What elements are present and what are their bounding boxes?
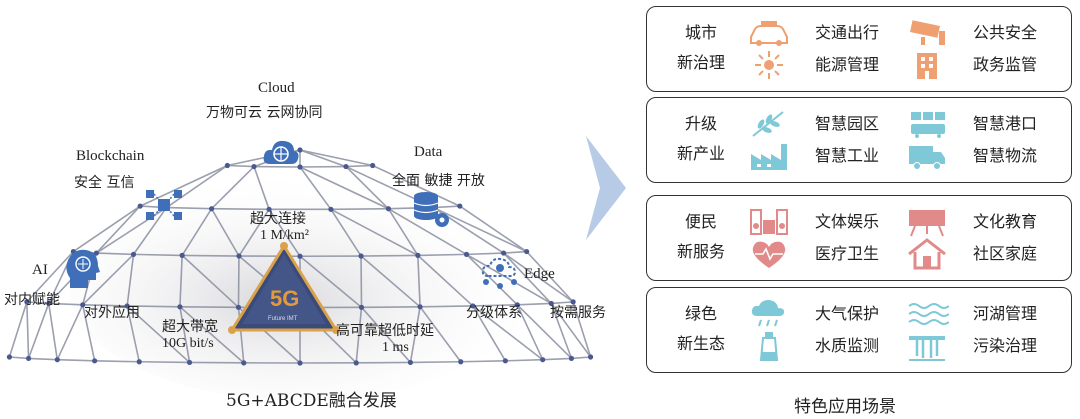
panel-category-line2: 新产业 <box>676 144 725 163</box>
edge-subtitle: 分级体系 <box>466 305 522 321</box>
cloud-rain-icon <box>747 298 791 328</box>
scenario-item-label: 水质监测 <box>815 336 880 355</box>
abcde-diagram: 5G Future IMT Cloud 万物可云 云网协同 Blockchain <box>4 80 606 411</box>
scenario-item-label: 交通出行 <box>815 23 880 42</box>
panel-category-line1: 便民 <box>684 212 717 231</box>
massive-connection-value: 1 M/km² <box>260 228 309 243</box>
future-imt-label: Future IMT <box>268 316 298 322</box>
scenario-item-label: 社区家庭 <box>973 244 1038 263</box>
right-caption: 特色应用场景 <box>794 397 896 417</box>
cloud-title: Cloud <box>258 80 295 96</box>
cloud-globe-icon <box>263 140 299 164</box>
car-icon <box>747 17 791 47</box>
panel-category-line1: 升级 <box>684 114 717 133</box>
scenario-panel: 升级新产业 智慧园区 智慧港口智慧工业 智慧物流 <box>646 97 1072 183</box>
scenario-item-label: 智慧港口 <box>973 114 1038 133</box>
factory-icon <box>747 140 791 170</box>
scenario-item-label: 河湖管理 <box>973 304 1038 323</box>
scenario-item-label: 污染治理 <box>973 336 1038 355</box>
scenario-item-label: 文化教育 <box>973 212 1038 231</box>
data-subtitle: 全面 敏捷 开放 <box>392 173 485 189</box>
blockchain-cubes-icon <box>146 190 182 220</box>
scenario-item-label: 文体娱乐 <box>815 212 880 231</box>
government-building-icon <box>905 49 949 79</box>
scenario-item-label: 大气保护 <box>815 304 880 323</box>
massive-connection-label: 超大连接 <box>250 211 306 227</box>
panel-category-line1: 绿色 <box>684 304 717 323</box>
edge-title: Edge <box>524 266 555 282</box>
ai-outer-label: 对外应用 <box>84 305 140 321</box>
edge-cloud-network-icon <box>481 257 517 289</box>
scenario-item-label: 能源管理 <box>815 55 880 74</box>
speaker-system-icon <box>747 206 791 236</box>
blockchain-subtitle: 安全 互信 <box>74 175 135 191</box>
ai-head-icon <box>66 249 100 288</box>
scenario-panel: 城市新治理 交通出行 公共安全能源管理 政务监管 <box>646 6 1072 92</box>
energy-burst-icon <box>747 49 791 79</box>
scenario-item-label: 医疗卫生 <box>815 244 880 263</box>
data-title: Data <box>414 144 443 160</box>
scenario-panel: 绿色新生态 大气保护 河湖管理水质监测 污染治理 <box>646 287 1072 373</box>
water-waves-icon <box>905 298 950 328</box>
bandwidth-value: 10G bit/s <box>162 336 214 351</box>
scenario-item-label: 政务监管 <box>973 55 1038 74</box>
cloud-subtitle: 万物可云 云网协同 <box>206 105 323 121</box>
panel-category-line2: 新治理 <box>676 53 725 72</box>
ai-subtitle: 对内赋能 <box>4 292 60 308</box>
geodesic-network <box>6 147 594 400</box>
ai-title: AI <box>32 262 48 278</box>
cctv-camera-icon <box>905 17 949 47</box>
latency-label: 高可靠超低时延 <box>336 323 434 339</box>
latency-value: 1 ms <box>382 340 409 355</box>
edge-subtitle-2: 按需服务 <box>550 305 606 321</box>
panel-category-line1: 城市 <box>684 23 717 42</box>
left-caption: 5G+ABCDE融合发展 <box>226 391 397 411</box>
test-bottle-icon <box>747 330 791 361</box>
heart-pulse-icon <box>747 238 791 268</box>
house-icon <box>905 238 949 270</box>
scenario-item-label: 智慧园区 <box>815 114 880 133</box>
flow-arrow-icon <box>586 136 626 240</box>
blackboard-icon <box>905 206 949 237</box>
panel-category-line2: 新生态 <box>676 334 725 353</box>
blockchain-title: Blockchain <box>76 148 145 164</box>
5g-pyramid <box>228 242 340 334</box>
bandwidth-label: 超大带宽 <box>162 319 218 335</box>
scenario-panel: 便民新服务 文体娱乐 文化教育医疗卫生 社区家庭 <box>646 195 1072 281</box>
database-gear-icon <box>413 192 449 227</box>
waterfall-icon <box>905 330 949 361</box>
scenario-item-label: 智慧物流 <box>973 146 1038 165</box>
plant-branch-icon <box>747 108 791 138</box>
scenario-item-label: 公共安全 <box>973 23 1038 42</box>
5g-logo: 5G <box>270 286 300 311</box>
scenario-item-label: 智慧工业 <box>815 146 880 165</box>
port-containers-icon <box>905 108 949 138</box>
panel-category-line2: 新服务 <box>676 242 725 261</box>
delivery-truck-icon <box>905 140 949 170</box>
